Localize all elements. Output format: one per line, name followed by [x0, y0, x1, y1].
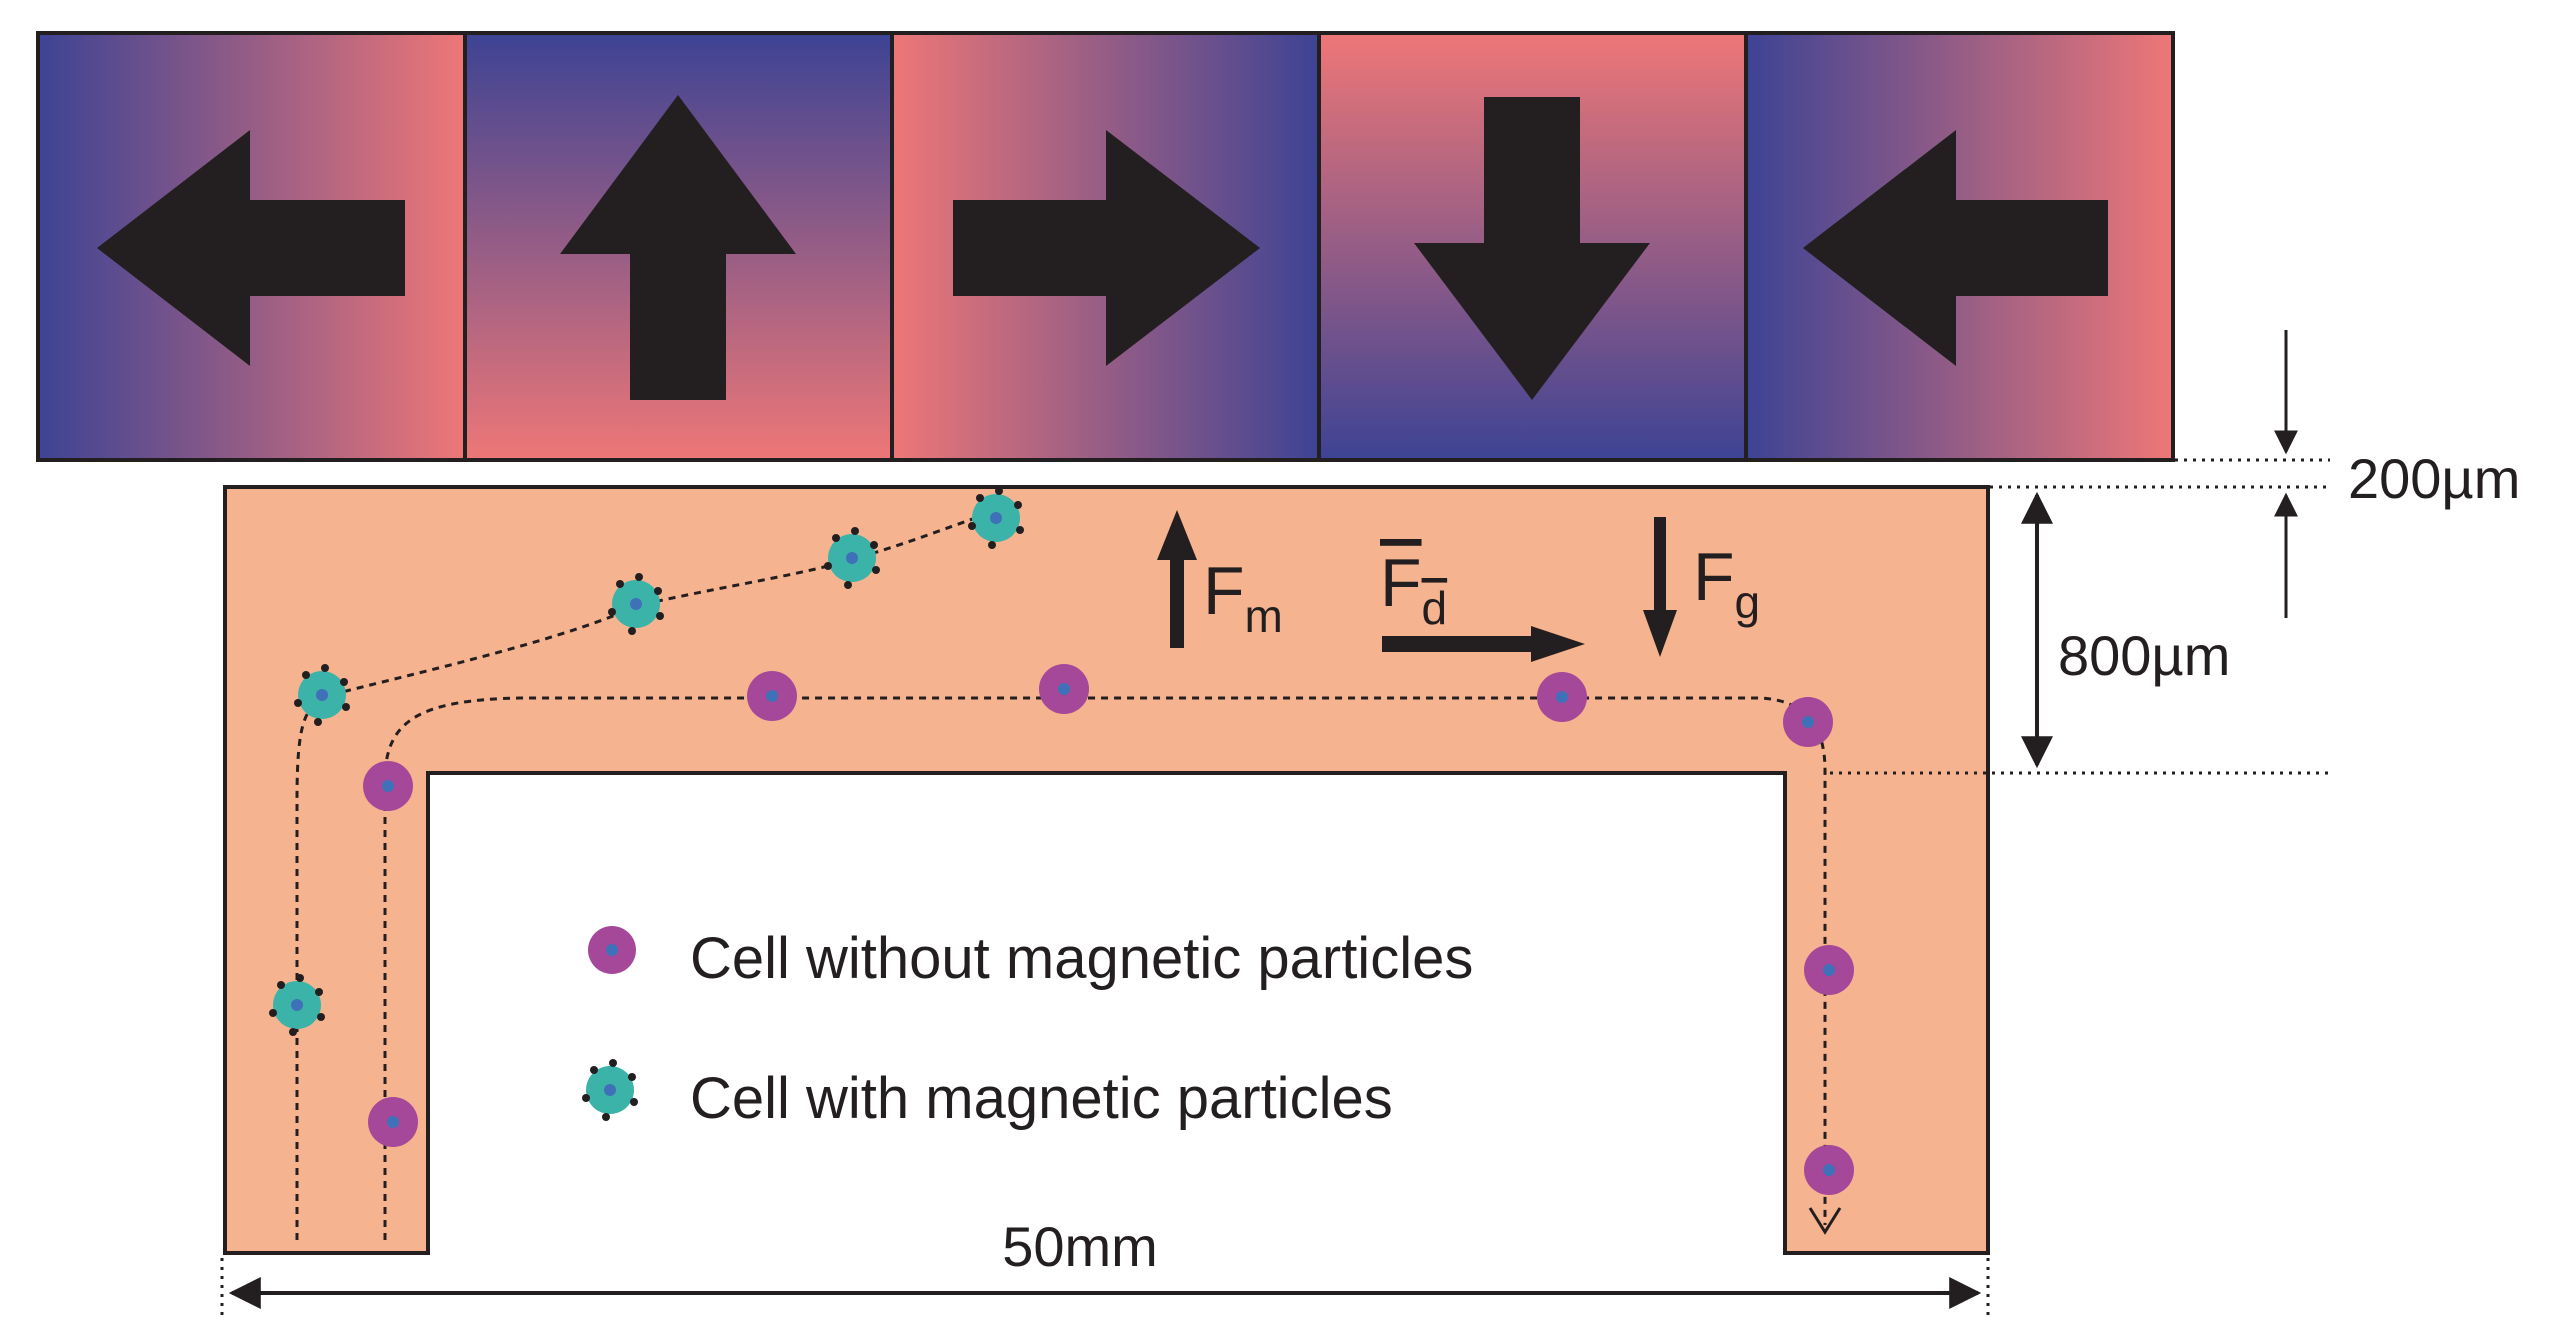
arrow-down-icon: [1414, 97, 1650, 400]
legend: Cell without magnetic particles Cell wit…: [582, 926, 1473, 1131]
legend-plain-cell-icon: [588, 926, 636, 974]
plain-cell: [368, 1097, 418, 1147]
force-drag: Fd: [1380, 545, 1585, 662]
magnet-block-3: [890, 31, 1321, 462]
plain-cell: [1804, 1145, 1854, 1195]
magnet-block-2: [463, 31, 894, 462]
force-up-arrow-icon: [1157, 510, 1197, 648]
length-label: 50mm: [1002, 1215, 1158, 1278]
force-right-arrow-icon: [1382, 626, 1585, 662]
cells-without-particles: [363, 664, 1854, 1195]
plain-cell: [1783, 697, 1833, 747]
magnet-block-4: [1317, 31, 1748, 462]
plain-cell: [1537, 672, 1587, 722]
magnet-block-5: [1744, 31, 2175, 462]
force-magnetic: Fm: [1157, 510, 1283, 648]
legend-without-label: Cell without magnetic particles: [690, 926, 1473, 991]
arrow-up-icon: [560, 95, 796, 400]
dimension-channel-height: 800µm: [1830, 491, 2330, 775]
force-magnetic-label: Fm: [1203, 553, 1283, 642]
magnetic-cell: [269, 974, 325, 1036]
channel-height-label: 800µm: [2058, 624, 2230, 687]
force-drag-label: Fd: [1380, 545, 1447, 634]
legend-magnetic-cell-icon: [582, 1059, 638, 1121]
magnetic-cell: [294, 664, 350, 726]
arrow-left-icon: [1803, 130, 2108, 366]
magnet-array: [36, 31, 2175, 462]
magnet-block-1: [36, 31, 467, 462]
force-down-arrow-icon: [1643, 517, 1677, 657]
arrow-left-icon: [97, 130, 405, 366]
cells-with-particles: [269, 487, 1024, 1036]
gap-label: 200µm: [2348, 447, 2520, 510]
flow-end-arrowhead: [1808, 1207, 1842, 1235]
dimension-gap: 200µm: [1990, 330, 2520, 618]
plain-cell: [747, 671, 797, 721]
magnetic-cell: [608, 573, 664, 635]
force-gravity: Fg: [1643, 517, 1760, 657]
magnetic-cell: [824, 527, 880, 589]
plain-cell: [363, 761, 413, 811]
arrow-right-icon: [953, 130, 1260, 366]
legend-with-label: Cell with magnetic particles: [690, 1066, 1393, 1131]
magnetic-cell: [968, 487, 1024, 549]
plain-cell: [1804, 945, 1854, 995]
dimension-length: 50mm: [220, 1215, 1990, 1318]
plain-cell: [1039, 664, 1089, 714]
force-gravity-label: Fg: [1693, 539, 1760, 628]
